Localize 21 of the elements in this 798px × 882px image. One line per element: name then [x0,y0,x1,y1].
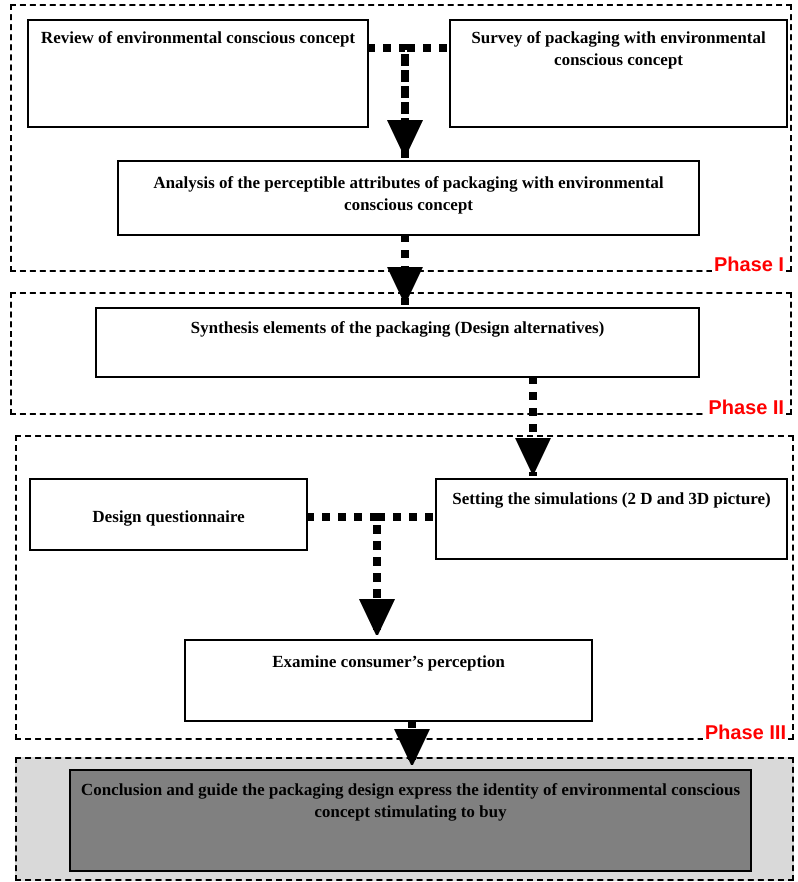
dotted-arrow [359,513,433,637]
box-text: Synthesis elements of the packaging (Design alternatives) [190,317,606,339]
box-text: Survey of packaging with environmental conscious concept [470,27,767,71]
box-text: Design questionnaire [91,506,246,528]
process-box [27,19,369,128]
box-text: Review of environmental conscious concept [40,27,356,49]
box-text: Analysis of the perceptible attributes of packaging with environmental conscious concept [152,172,665,216]
box-text: Setting the simulations (2 D and 3D picture) [451,488,772,510]
conclusion-box [69,769,752,872]
dotted-arrow [387,234,423,305]
box-text: Conclusion and guide the packaging design express the identity of environmental conscious concept stimulating to buy [80,779,742,823]
conclusion-band [15,757,794,881]
process-box [95,307,700,378]
dotted-arrow [515,376,551,476]
dotted-arrow [394,720,430,767]
box-text: Examine consumer’s perception [271,651,506,673]
process-box [449,19,788,128]
process-box [117,160,700,236]
process-box [29,478,308,551]
process-box [184,639,593,722]
process-box [435,478,788,560]
